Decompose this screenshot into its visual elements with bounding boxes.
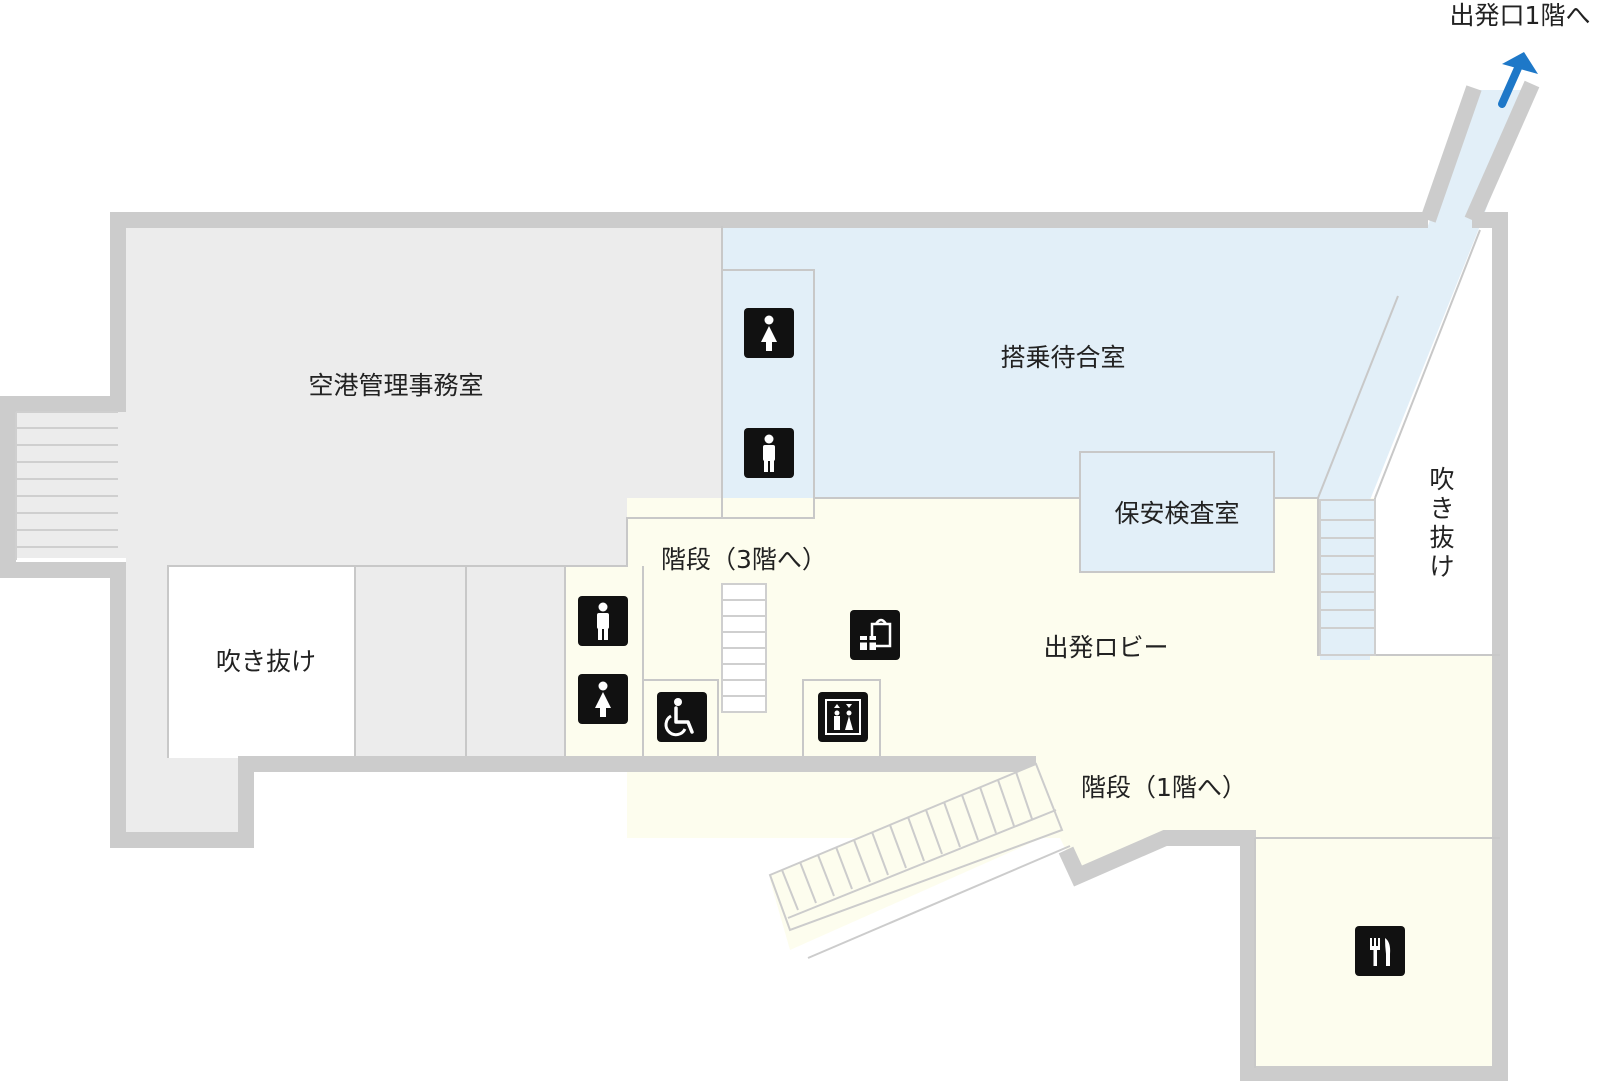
room-label-security-check: 保安検査室 xyxy=(1114,499,1239,528)
stairs-3f xyxy=(721,583,767,713)
stairs-label-3f: 階段（3階へ） xyxy=(661,545,827,574)
left-stairs xyxy=(15,411,118,560)
male-toilet-icon xyxy=(744,428,794,478)
male-toilet-icon xyxy=(578,596,628,646)
female-toilet-icon xyxy=(744,308,794,358)
atrium-right-area xyxy=(1375,226,1500,655)
gift-shop-icon xyxy=(850,610,900,660)
female-toilet-icon xyxy=(578,674,628,724)
svg-text:抜: 抜 xyxy=(1429,523,1454,552)
exit-label: 出発口1階へ xyxy=(1450,1,1591,30)
exit-arrow-icon xyxy=(1498,52,1538,108)
stairs-right xyxy=(1319,499,1376,656)
stairs-label-1f: 階段（1階へ） xyxy=(1081,773,1247,802)
outer-walls xyxy=(0,80,1540,1081)
room-label-atrium-right: 吹 き 抜 け xyxy=(1429,465,1454,581)
svg-text:吹: 吹 xyxy=(1429,465,1454,494)
stairs-1f xyxy=(768,762,1071,959)
room-label-boarding-lounge: 搭乗待合室 xyxy=(1000,343,1125,372)
room-label-admin-office: 空港管理事務室 xyxy=(308,371,483,400)
accessible-toilet-icon xyxy=(657,692,707,742)
room-label-atrium-left: 吹き抜け xyxy=(216,647,316,676)
elevator-icon xyxy=(818,692,868,742)
restaurant-icon xyxy=(1355,926,1405,976)
svg-text:き: き xyxy=(1429,494,1454,523)
svg-text:け: け xyxy=(1429,552,1454,581)
room-label-departure-lobby: 出発ロビー xyxy=(1043,633,1168,662)
inner-partitions xyxy=(167,226,1500,1068)
atrium-left-area xyxy=(168,566,355,758)
